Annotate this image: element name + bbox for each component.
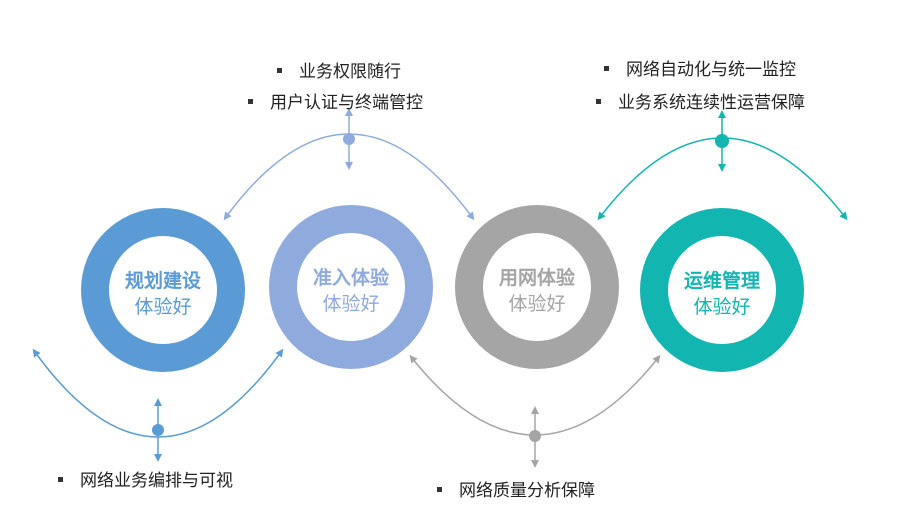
- feature-text: 网络自动化与统一监控: [626, 60, 796, 80]
- bullet-icon: [248, 98, 253, 104]
- feature-text: 网络质量分析保障: [459, 481, 595, 501]
- planning-node: [152, 424, 164, 436]
- feature-item-access-2: 用户认证与终端管控: [248, 88, 423, 113]
- bullet-icon: [596, 98, 601, 104]
- stage-ring-planning: 规划建设 体验好: [81, 208, 245, 372]
- bullet-icon: [58, 476, 63, 482]
- feature-text: 网络业务编排与可视: [80, 471, 233, 491]
- bullet-icon: [437, 486, 442, 492]
- feature-item-usage-1: 网络质量分析保障: [437, 476, 595, 501]
- feature-text: 业务系统连续性运营保障: [618, 93, 805, 113]
- stage-ring-operations: 运维管理 体验好: [640, 208, 804, 372]
- stage-subtitle: 体验好: [134, 296, 192, 318]
- operations-node: [715, 134, 729, 148]
- stage-subtitle: 体验好: [508, 293, 566, 315]
- feature-item-operations-2: 业务系统连续性运营保障: [596, 88, 805, 113]
- bullet-icon: [277, 67, 282, 73]
- usage-node: [529, 430, 541, 442]
- feature-item-planning-1: 网络业务编排与可视: [58, 466, 233, 491]
- access-node: [343, 133, 355, 145]
- stage-ring-access: 准入体验 体验好: [269, 205, 433, 369]
- feature-item-access-1: 业务权限随行: [277, 57, 401, 82]
- feature-text: 用户认证与终端管控: [270, 93, 423, 113]
- feature-item-operations-1: 网络自动化与统一监控: [604, 55, 796, 80]
- stage-title: 用网体验: [498, 267, 575, 289]
- stage-subtitle: 体验好: [693, 296, 751, 318]
- stage-title: 准入体验: [312, 267, 389, 289]
- bullet-icon: [604, 65, 609, 71]
- feature-text: 业务权限随行: [299, 62, 401, 82]
- stage-title: 规划建设: [124, 270, 201, 292]
- stage-ring-usage: 用网体验 体验好: [455, 205, 619, 369]
- stage-subtitle: 体验好: [322, 293, 380, 315]
- stage-title: 运维管理: [683, 270, 760, 292]
